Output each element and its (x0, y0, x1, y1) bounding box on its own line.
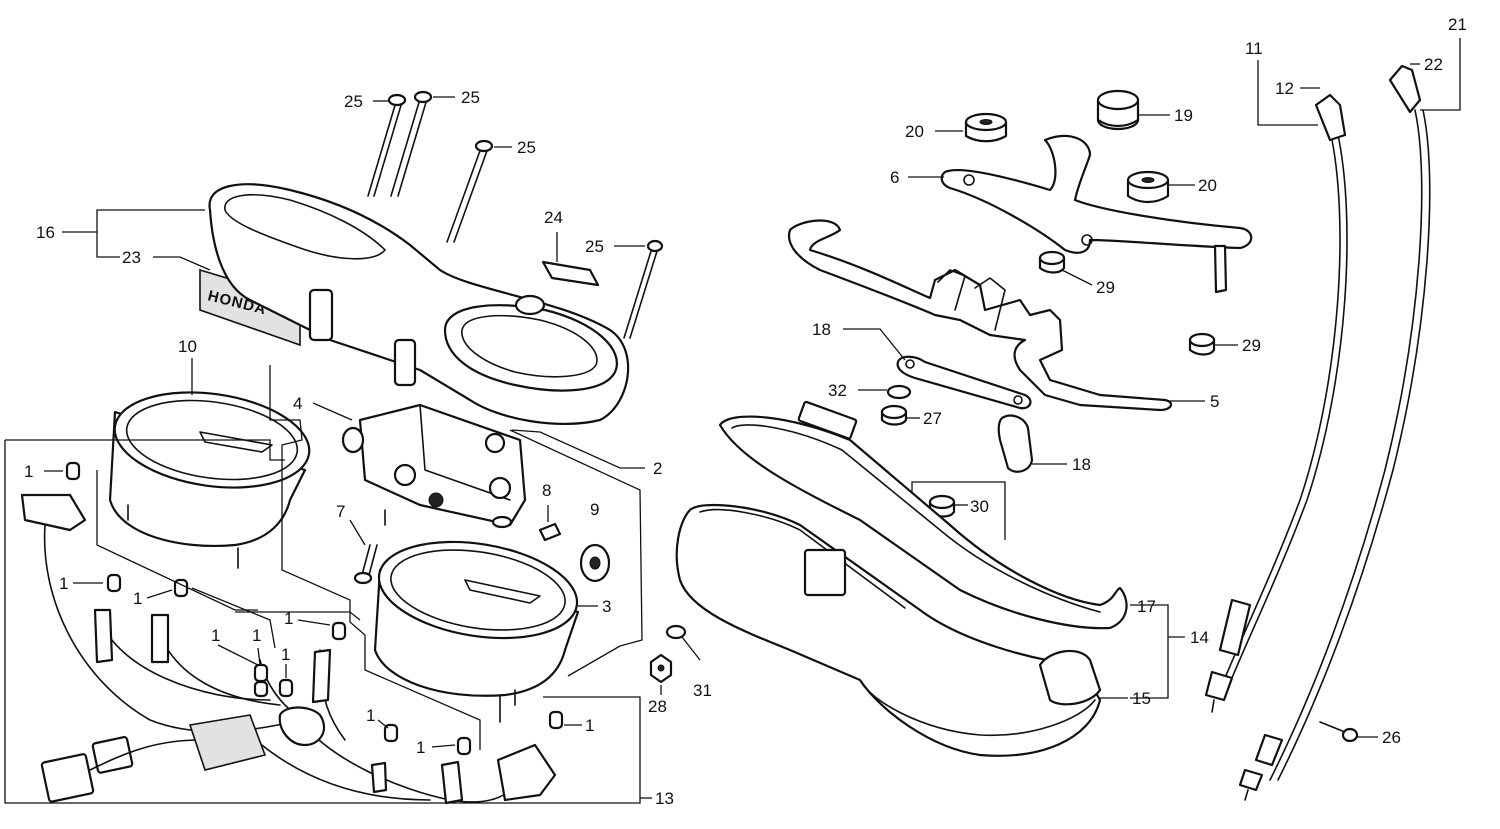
callout-21: 21 (1448, 15, 1467, 34)
callout-9: 9 (590, 500, 599, 519)
nut-27 (880, 404, 908, 426)
speedometer-cable-11 (1204, 93, 1348, 713)
callout-10: 10 (178, 337, 197, 356)
callout-20: 20 (905, 122, 924, 141)
callout-8: 8 (542, 481, 551, 500)
callout-13: 13 (655, 789, 674, 808)
washer-32 (886, 384, 912, 400)
group-line-13 (5, 439, 285, 461)
bracket-5 (787, 219, 1173, 412)
callout-27: 27 (923, 409, 942, 428)
nut-28 (649, 653, 673, 684)
callout-6: 6 (890, 168, 899, 187)
tachometer-cable-21 (1238, 64, 1431, 801)
grommet-30 (928, 494, 956, 518)
indicator-plate-24 (541, 260, 600, 287)
rubber-mount-20-a (964, 112, 1008, 143)
bolt-25-a (367, 93, 407, 197)
callout-14: 14 (1190, 628, 1209, 647)
callout-1: 1 (284, 609, 293, 628)
callout-15: 15 (1132, 689, 1151, 708)
callout-1: 1 (585, 716, 594, 735)
callout-18: 18 (812, 320, 831, 339)
rubber-mount-20-b (1126, 170, 1170, 204)
callout-1: 1 (59, 574, 68, 593)
callout-29: 29 (1096, 278, 1115, 297)
meter-housing-4 (341, 403, 527, 529)
meter-stay-6 (940, 135, 1253, 294)
bulb-1-a (65, 461, 81, 481)
callout-1: 1 (24, 462, 33, 481)
bulb-1-b (106, 573, 122, 593)
callout-17: 17 (1137, 597, 1156, 616)
callout-30: 30 (970, 497, 989, 516)
bulb-1-j (548, 710, 564, 730)
rubber-mount-19 (1096, 89, 1140, 131)
stay-plate-18-a (896, 355, 1032, 410)
meter-10 (108, 391, 311, 569)
grommet-9 (579, 543, 611, 583)
callout-32: 32 (828, 381, 847, 400)
group-line-frame-2 (269, 365, 481, 750)
callout-22: 22 (1424, 55, 1443, 74)
callout-25: 25 (461, 88, 480, 107)
callout-25: 25 (344, 92, 363, 111)
callout-4: 4 (293, 394, 302, 413)
callout-1: 1 (211, 626, 220, 645)
bulb-1-f (278, 678, 294, 698)
callout-labels: 25 25 25 25 16 23 24 10 4 2 3 7 8 9 1 1 … (24, 15, 1467, 808)
callout-1: 1 (366, 706, 375, 725)
bulb-1-e (253, 680, 269, 698)
group-line-2 (509, 429, 643, 677)
callout-25: 25 (517, 138, 536, 157)
wire-harness-13 (20, 493, 557, 805)
clamp-18-b (997, 414, 1034, 473)
callout-26: 26 (1382, 728, 1401, 747)
callout-3: 3 (602, 597, 611, 616)
callout-1: 1 (281, 645, 290, 664)
meter-3 (373, 540, 580, 723)
screw-7 (353, 544, 378, 585)
screw-26 (1319, 721, 1359, 743)
group-line-1-b (191, 587, 276, 649)
callout-12: 12 (1275, 79, 1294, 98)
callout-24: 24 (544, 208, 563, 227)
cover-17 (718, 400, 1128, 630)
bolt-25-b (390, 90, 433, 197)
callout-18: 18 (1072, 455, 1091, 474)
callout-25: 25 (585, 237, 604, 256)
bulb-1-i (456, 736, 472, 756)
callout-1: 1 (416, 738, 425, 757)
callout-23: 23 (122, 248, 141, 267)
grommet-29-a (1038, 250, 1066, 274)
leaders (44, 38, 1461, 799)
washer-31 (665, 624, 687, 640)
group-line-13-left (4, 440, 641, 804)
clip-8 (538, 522, 562, 542)
bulb-1-h (383, 723, 399, 743)
bulb-1-d (253, 663, 269, 683)
bulb-1-g (331, 621, 347, 641)
case-15 (675, 503, 1102, 757)
meter-upper-case: HONDA (199, 183, 630, 426)
grommet-29-b (1188, 332, 1216, 356)
bolt-25-d (623, 239, 664, 339)
callout-2: 2 (653, 459, 662, 478)
callout-29: 29 (1242, 336, 1261, 355)
callout-1: 1 (252, 626, 261, 645)
callout-1: 1 (133, 589, 142, 608)
callout-11: 11 (1245, 39, 1263, 58)
callout-28: 28 (648, 697, 667, 716)
callout-20: 20 (1198, 176, 1217, 195)
bolt-25-c (446, 139, 494, 243)
callout-5: 5 (1210, 392, 1219, 411)
callout-7: 7 (336, 502, 345, 521)
callout-31: 31 (693, 681, 712, 700)
callout-16: 16 (36, 223, 55, 242)
callout-19: 19 (1174, 106, 1193, 125)
